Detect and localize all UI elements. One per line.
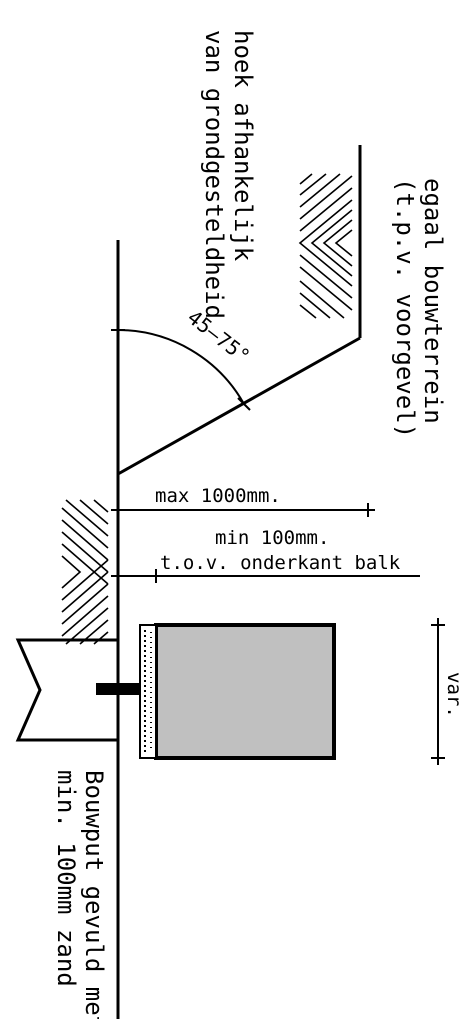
angle-arc — [117, 329, 245, 405]
pit-label-line2: min. 100mm zand — [52, 770, 80, 987]
slope-note-line2: van grondgesteldheid — [200, 30, 228, 319]
foundation-beam — [154, 623, 336, 760]
min-depth-label: min 100mm. — [215, 527, 329, 549]
max-depth-label: max 1000mm. — [155, 485, 281, 507]
insulation-texture — [144, 630, 152, 752]
anchor-bolt — [96, 683, 140, 695]
arc-tick-end — [237, 397, 251, 411]
variable-label: var. — [443, 672, 465, 718]
slope-note-line1: hoek afhankelijk — [229, 30, 257, 262]
soil-hatch-upper — [298, 173, 353, 319]
insulation-strip — [139, 624, 157, 759]
terrain-label-line1: egaal bouwterrein — [419, 178, 447, 424]
pile-head — [15, 638, 118, 742]
soil-hatch-lower — [61, 499, 109, 645]
reference-label: t.o.v. onderkant balk — [160, 552, 401, 574]
pit-label-line1: Bouwput gevuld met — [80, 770, 108, 1019]
slope-line — [117, 336, 361, 476]
terrain-label-line2: (t.p.v. voorgevel) — [391, 178, 419, 438]
